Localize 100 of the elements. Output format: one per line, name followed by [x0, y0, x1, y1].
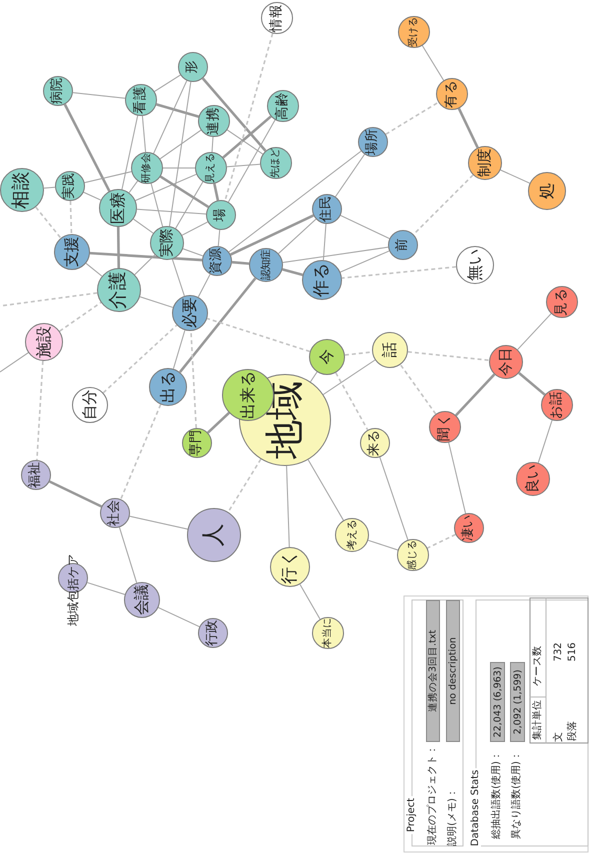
field-label: 異なり語数(使用)：: [512, 751, 522, 839]
connector-line: [86, 582, 126, 596]
word-label: 有る: [445, 80, 459, 108]
word-label: 作る: [314, 263, 330, 297]
word-label: 介護: [110, 271, 128, 309]
connector-line: [153, 80, 188, 154]
connector-line: [142, 115, 146, 153]
connector-line: [278, 218, 316, 254]
dashed-connector: [102, 324, 178, 394]
dashed-connector: [408, 351, 490, 362]
word-circle: [97, 268, 141, 312]
word-label: 場: [214, 208, 228, 222]
dashed-connector: [70, 200, 72, 234]
connector-line: [116, 226, 120, 268]
word-label: 今: [319, 350, 335, 364]
word-circle: [358, 127, 388, 157]
connector-line: [455, 374, 496, 416]
word-circle: [302, 260, 342, 300]
word-circle: [546, 286, 578, 318]
value-field: 連携の会3回目.txt: [426, 600, 440, 742]
word-label: 研修会: [142, 153, 152, 183]
word-label: 行く: [282, 550, 298, 584]
connector-line: [43, 186, 56, 189]
word-label: 話: [382, 342, 398, 358]
dashed-connector: [385, 102, 439, 135]
column-header: 集計単位: [533, 700, 543, 740]
dashed-connector: [228, 458, 262, 512]
word-circle: [397, 539, 429, 571]
word-label: 来る: [368, 430, 382, 456]
connector-line: [86, 262, 102, 277]
word-circle: [54, 234, 90, 270]
word-circle: [388, 230, 418, 260]
word-circle: [541, 389, 573, 421]
word-circle: [178, 52, 208, 82]
dashed-connector: [190, 330, 197, 428]
word-label: 社会: [108, 500, 122, 526]
connector-line: [340, 250, 390, 273]
word-circle: [72, 387, 108, 423]
connector-line: [172, 258, 185, 296]
connector-line: [226, 129, 264, 155]
word-label: 情報: [270, 4, 284, 32]
word-circle: [456, 246, 494, 284]
dashed-connector: [400, 364, 436, 414]
word-circle: [454, 513, 484, 543]
connector-line: [340, 214, 390, 240]
word-label: 今日: [498, 348, 514, 376]
word-circle: [312, 617, 344, 649]
connector-line: [322, 223, 326, 261]
connector-line: [213, 183, 220, 201]
word-label: 出来る: [240, 371, 256, 419]
word-label: 見える: [206, 153, 216, 183]
word-circle: [489, 345, 523, 379]
value-field: 2,092 (1,599): [510, 662, 525, 742]
connector-line: [160, 130, 202, 160]
connector-line: [168, 81, 192, 227]
connector-line: [232, 260, 250, 265]
word-label: 考える: [346, 520, 358, 550]
connector-line: [134, 254, 156, 276]
connector-line: [299, 584, 321, 620]
connector-line: [226, 164, 261, 168]
word-circle: [100, 498, 130, 528]
connector-line: [178, 277, 256, 373]
word-circle: [131, 152, 163, 184]
word-circle: [172, 295, 208, 331]
connector-line: [160, 175, 210, 208]
word-circle: [528, 172, 566, 210]
connector-line: [368, 540, 398, 551]
connector-line: [207, 412, 230, 434]
word-label: 実践: [64, 173, 76, 199]
column-header: ケース数: [533, 646, 543, 686]
word-label: 専門: [190, 430, 204, 456]
table-cell: 732: [554, 642, 564, 662]
word-circle: [429, 411, 461, 443]
dashed-connector: [224, 33, 274, 201]
table-cell: 文: [554, 732, 564, 742]
word-label: 認知症: [260, 250, 272, 280]
connector-line: [182, 248, 204, 256]
word-circle: [182, 428, 212, 458]
word-label: 見る: [555, 288, 569, 316]
connector-line: [422, 45, 444, 81]
word-circle: [468, 146, 502, 180]
word-circle: [198, 618, 228, 648]
word-label: 感じる: [408, 540, 418, 570]
connector-line: [118, 526, 138, 584]
word-circle: [198, 105, 230, 137]
dashed-connector: [342, 266, 456, 279]
connector-line: [517, 313, 552, 350]
connector-line: [282, 246, 389, 264]
word-label: 行政: [206, 620, 220, 646]
connector-line: [212, 136, 214, 153]
field-label: 現在のプロジェクト：: [428, 745, 438, 845]
dashed-connector: [413, 174, 474, 235]
word-circle: [312, 194, 342, 224]
table-cell: 516: [568, 642, 578, 662]
value-field: 22,043 (6,963): [490, 662, 505, 742]
connector-line: [500, 170, 530, 184]
word-label: 前: [396, 238, 410, 252]
word-circle: [249, 248, 283, 282]
word-label: 聞く: [438, 413, 452, 441]
field-label: 説明(メモ)：: [448, 788, 458, 846]
